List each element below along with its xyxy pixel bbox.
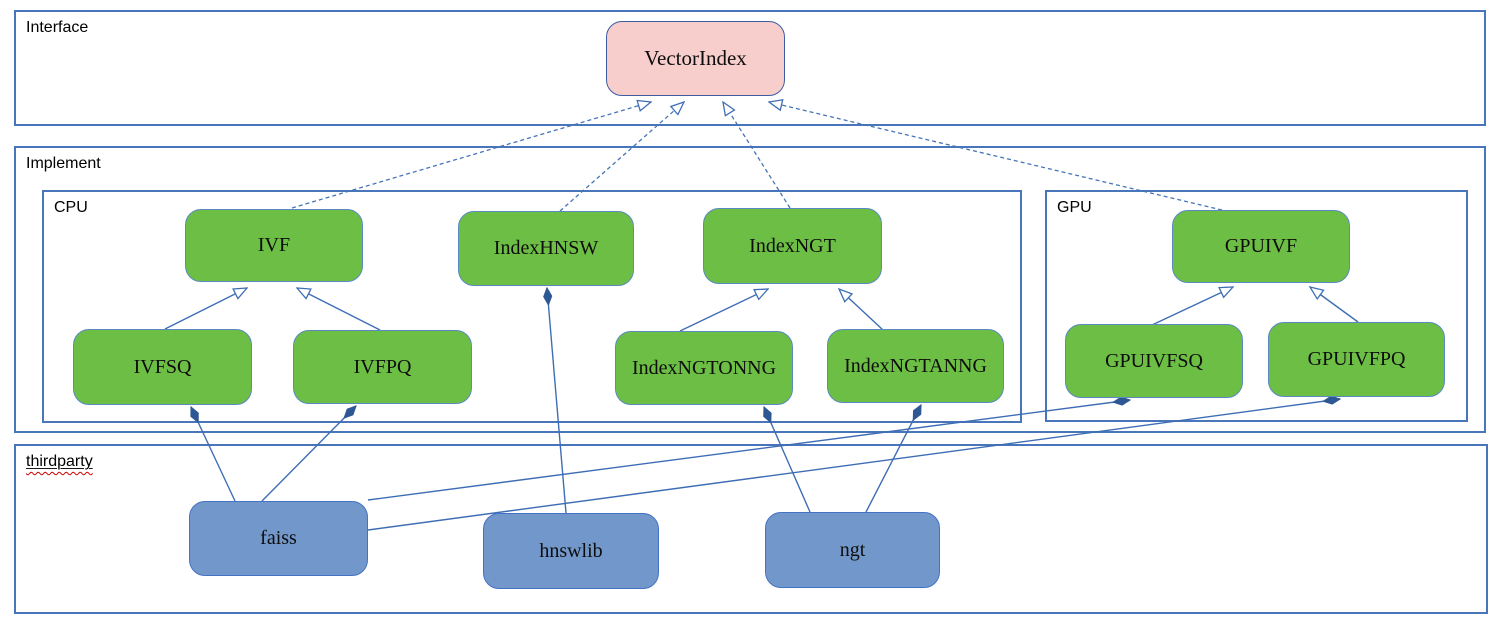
node-indexngt-label: IndexNGT [749,234,836,257]
node-ivfpq-label: IVFPQ [353,355,412,378]
node-ivfpq[interactable]: IVFPQ [293,330,472,404]
node-indexhnsw[interactable]: IndexHNSW [458,211,634,286]
container-interface-label: Interface [26,19,89,36]
node-faiss[interactable]: faiss [189,501,368,576]
node-gpuivfsq-label: GPUIVFSQ [1105,349,1203,372]
node-vectorindex[interactable]: VectorIndex [606,21,785,96]
node-hnswlib-label: hnswlib [539,539,603,562]
container-thirdparty-label: thirdparty [26,453,93,470]
node-gpuivfsq[interactable]: GPUIVFSQ [1065,324,1243,398]
container-implement-label: Implement [26,155,101,172]
node-gpuivfpq-label: GPUIVFPQ [1307,348,1406,370]
node-hnswlib[interactable]: hnswlib [483,513,659,589]
container-gpu-label: GPU [1057,199,1092,216]
node-indexngt[interactable]: IndexNGT [703,208,882,284]
node-ivf-label: IVF [257,234,291,256]
node-gpuivfpq[interactable]: GPUIVFPQ [1268,322,1445,397]
node-ngt[interactable]: ngt [765,512,940,588]
node-indexngtonng[interactable]: IndexNGTONNG [615,331,793,405]
node-vectorindex-label: VectorIndex [644,46,747,70]
node-indexngtanng-label: IndexNGTANNG [844,354,987,377]
container-cpu-label: CPU [54,199,88,216]
node-gpuivf-label: GPUIVF [1224,235,1298,257]
node-ngt-label: ngt [839,538,866,561]
node-faiss-label: faiss [260,527,297,549]
node-indexhnsw-label: IndexHNSW [493,237,599,259]
node-ivf[interactable]: IVF [185,209,363,282]
node-gpuivf[interactable]: GPUIVF [1172,210,1350,283]
node-ivfsq[interactable]: IVFSQ [73,329,252,405]
node-ivfsq-label: IVFSQ [133,355,192,378]
node-indexngtonng-label: IndexNGTONNG [631,356,777,379]
node-indexngtanng[interactable]: IndexNGTANNG [827,329,1004,403]
